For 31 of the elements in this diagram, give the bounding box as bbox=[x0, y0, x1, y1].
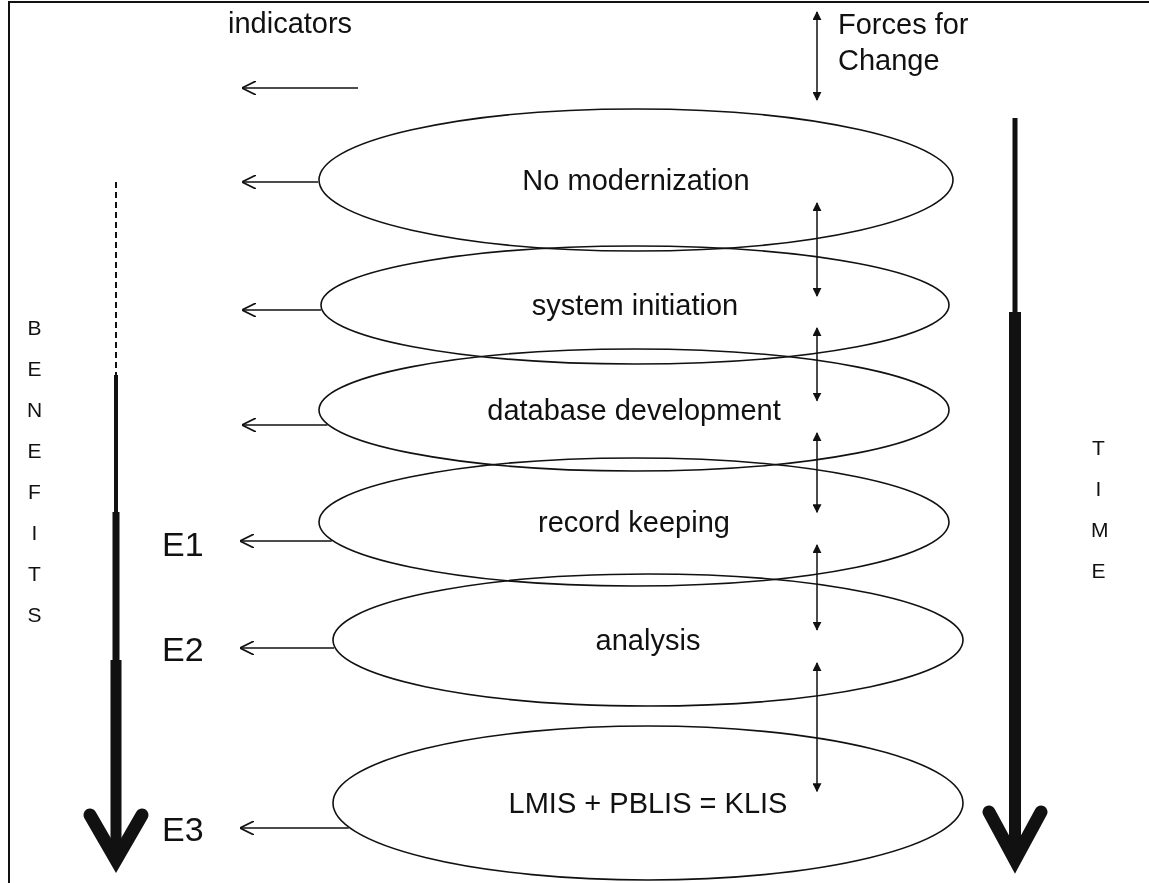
stage-ellipse bbox=[318, 348, 950, 472]
heading-label: indicators bbox=[228, 6, 353, 41]
stage-ellipse bbox=[318, 108, 954, 252]
stage-label: system initiation bbox=[531, 288, 739, 322]
arrow bbox=[239, 533, 333, 549]
arrow bbox=[812, 662, 822, 793]
stage-label: record keeping bbox=[538, 505, 730, 539]
heading-label: Forces for Change bbox=[838, 7, 970, 79]
arrow bbox=[241, 302, 322, 318]
arrow bbox=[812, 544, 822, 631]
arrow bbox=[239, 820, 350, 836]
arrow bbox=[241, 417, 329, 433]
stage-label: database development bbox=[487, 393, 781, 427]
stage-label: No modernization bbox=[522, 163, 750, 197]
stage-label: LMIS + PBLIS = KLIS bbox=[508, 786, 788, 820]
effect-label: E1 bbox=[162, 527, 204, 561]
stage-ellipse bbox=[332, 573, 964, 707]
stage-ellipse bbox=[332, 725, 964, 881]
effect-label: E2 bbox=[162, 632, 204, 666]
arrow bbox=[239, 640, 335, 656]
effect-label: E3 bbox=[162, 812, 204, 846]
arrow bbox=[812, 11, 822, 101]
arrow bbox=[812, 327, 822, 402]
arrow bbox=[241, 174, 319, 190]
arrow bbox=[812, 202, 822, 297]
stage-label: analysis bbox=[595, 623, 701, 657]
arrow bbox=[812, 432, 822, 514]
vertical-axis-label: BENEFITS bbox=[27, 315, 42, 628]
vertical-axis-label: TIME bbox=[1091, 435, 1106, 584]
stage-ellipse bbox=[318, 457, 950, 587]
stage-ellipse bbox=[320, 245, 950, 365]
